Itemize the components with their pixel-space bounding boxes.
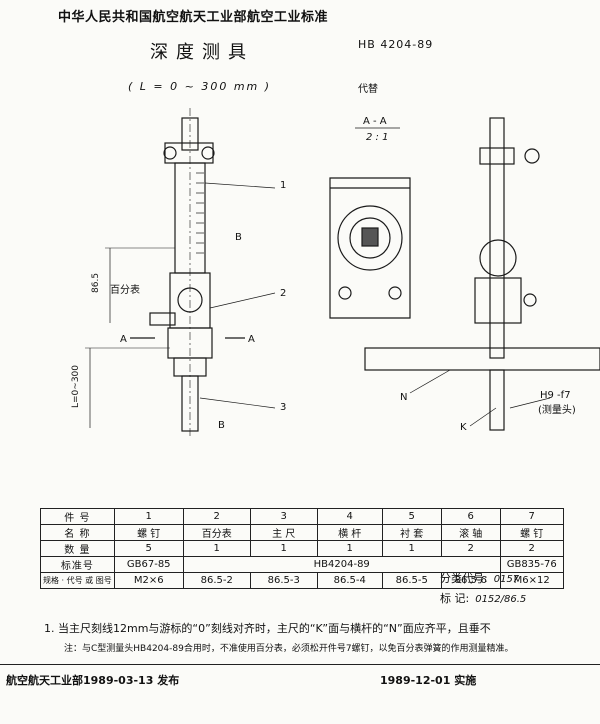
note-2: 注：与C型测量头HB4204-89合用时，不准使用百分表，必须松开件号7螺钉，以…: [64, 644, 514, 654]
issue-date: 航空航天工业部1989-03-13 发布: [6, 674, 180, 687]
cell: 2: [182, 508, 251, 525]
cell: 螺 钉: [499, 524, 564, 541]
parts-table: 件 号 1 2 3 4 5 6 7 名 称 螺 钉 百分表 主 尺 横 杆 衬 …: [40, 508, 564, 589]
cell: GB835-76: [499, 556, 564, 573]
cell: 86.5-5: [381, 572, 442, 589]
dim-height: 86.5: [91, 273, 101, 293]
replaces-label: 代替: [358, 84, 378, 95]
row-header: 规格 · 代号 或 图号: [40, 572, 115, 589]
measuring-range: ( L = 0 ~ 300 mm ): [128, 80, 272, 93]
row-header: 件 号: [40, 508, 115, 525]
row-header: 数 量: [40, 540, 115, 557]
cell: 2: [499, 540, 564, 557]
cell: 6: [440, 508, 501, 525]
callout-2: 2: [280, 288, 286, 299]
callout-3: 3: [280, 402, 286, 413]
row-header: 名 称: [40, 524, 115, 541]
side-rod: [489, 117, 505, 359]
cell: M6×12: [499, 572, 564, 589]
cell: 3: [249, 508, 318, 525]
marking-label: 标 记:: [440, 592, 470, 605]
section-mark-left: A: [120, 334, 127, 345]
rod-top: [181, 117, 199, 151]
org-header: 中华人民共和国航空航天工业部航空工业标准: [58, 10, 329, 25]
face-n-label: N: [400, 392, 407, 403]
cell: 7: [499, 508, 564, 525]
document-title: 深度测具: [150, 42, 254, 63]
clamp-block: [164, 142, 214, 164]
table-row: 名 称 螺 钉 百分表 主 尺 横 杆 衬 套 滚 轴 螺 钉: [40, 524, 564, 541]
cell: 4: [316, 508, 383, 525]
cell: 横 杆: [316, 524, 383, 541]
cell: 主 尺: [249, 524, 318, 541]
cell: 5: [381, 508, 442, 525]
cell: 2: [440, 540, 501, 557]
cell: 5: [113, 540, 184, 557]
cell: GB67-85: [113, 556, 184, 573]
crossbar: [364, 347, 600, 371]
cell: 衬 套: [381, 524, 442, 541]
table-row: 数 量 5 1 1 1 1 2 2: [40, 540, 564, 557]
fit-label: H9 -f7: [540, 390, 571, 401]
cell: M2×6: [113, 572, 184, 589]
detail-b-lower: B: [218, 420, 225, 431]
section-bore: [337, 205, 403, 271]
marking-value: 0152/86.5: [475, 594, 527, 605]
footer-divider: [0, 664, 600, 665]
probe-label: (测量头): [538, 403, 576, 416]
cell: 86.5-2: [182, 572, 251, 589]
cell: 百分表: [182, 524, 251, 541]
standard-number: HB 4204-89: [358, 38, 434, 51]
row-header: 标准号: [40, 556, 115, 573]
marking-code: 标 记: 0152/86.5: [440, 590, 526, 606]
table-row: 件 号 1 2 3 4 5 6 7: [40, 508, 564, 525]
cell: HB4204-89: [182, 556, 501, 573]
cell: 86.5-6: [440, 572, 501, 589]
section-scale: 2 : 1: [366, 132, 388, 143]
cell: 1: [249, 540, 318, 557]
cell: 86.5-3: [249, 572, 318, 589]
technical-drawing: A - A 2 : 1 86.5 L=0~300 百分表 1 2 3 A A B…: [71, 108, 600, 438]
cell: 1: [113, 508, 184, 525]
dim-length: L=0~300: [71, 365, 81, 408]
cell: 螺 钉: [113, 524, 184, 541]
face-k-label: K: [460, 422, 467, 433]
cell: 86.5-4: [316, 572, 383, 589]
section-mark-right: A: [248, 334, 255, 345]
cell: 1: [182, 540, 251, 557]
table-row: 标准号 GB67-85 HB4204-89 GB835-76: [40, 556, 564, 573]
table-row: 规格 · 代号 或 图号 M2×6 86.5-2 86.5-3 86.5-4 8…: [40, 572, 564, 589]
note-1: 1. 当主尺刻线12mm与游标的“0”刻线对齐时，主尺的“K”面与横杆的“N”面…: [44, 622, 491, 635]
cell: 滚 轴: [440, 524, 501, 541]
detail-b-upper: B: [235, 232, 242, 243]
section-body: [329, 177, 411, 319]
cell: 1: [316, 540, 383, 557]
callout-1: 1: [280, 180, 286, 191]
cell: 1: [381, 540, 442, 557]
dial-label: 百分表: [110, 283, 140, 296]
section-label: A - A: [363, 116, 387, 127]
effective-date: 1989-12-01 实施: [380, 674, 477, 687]
